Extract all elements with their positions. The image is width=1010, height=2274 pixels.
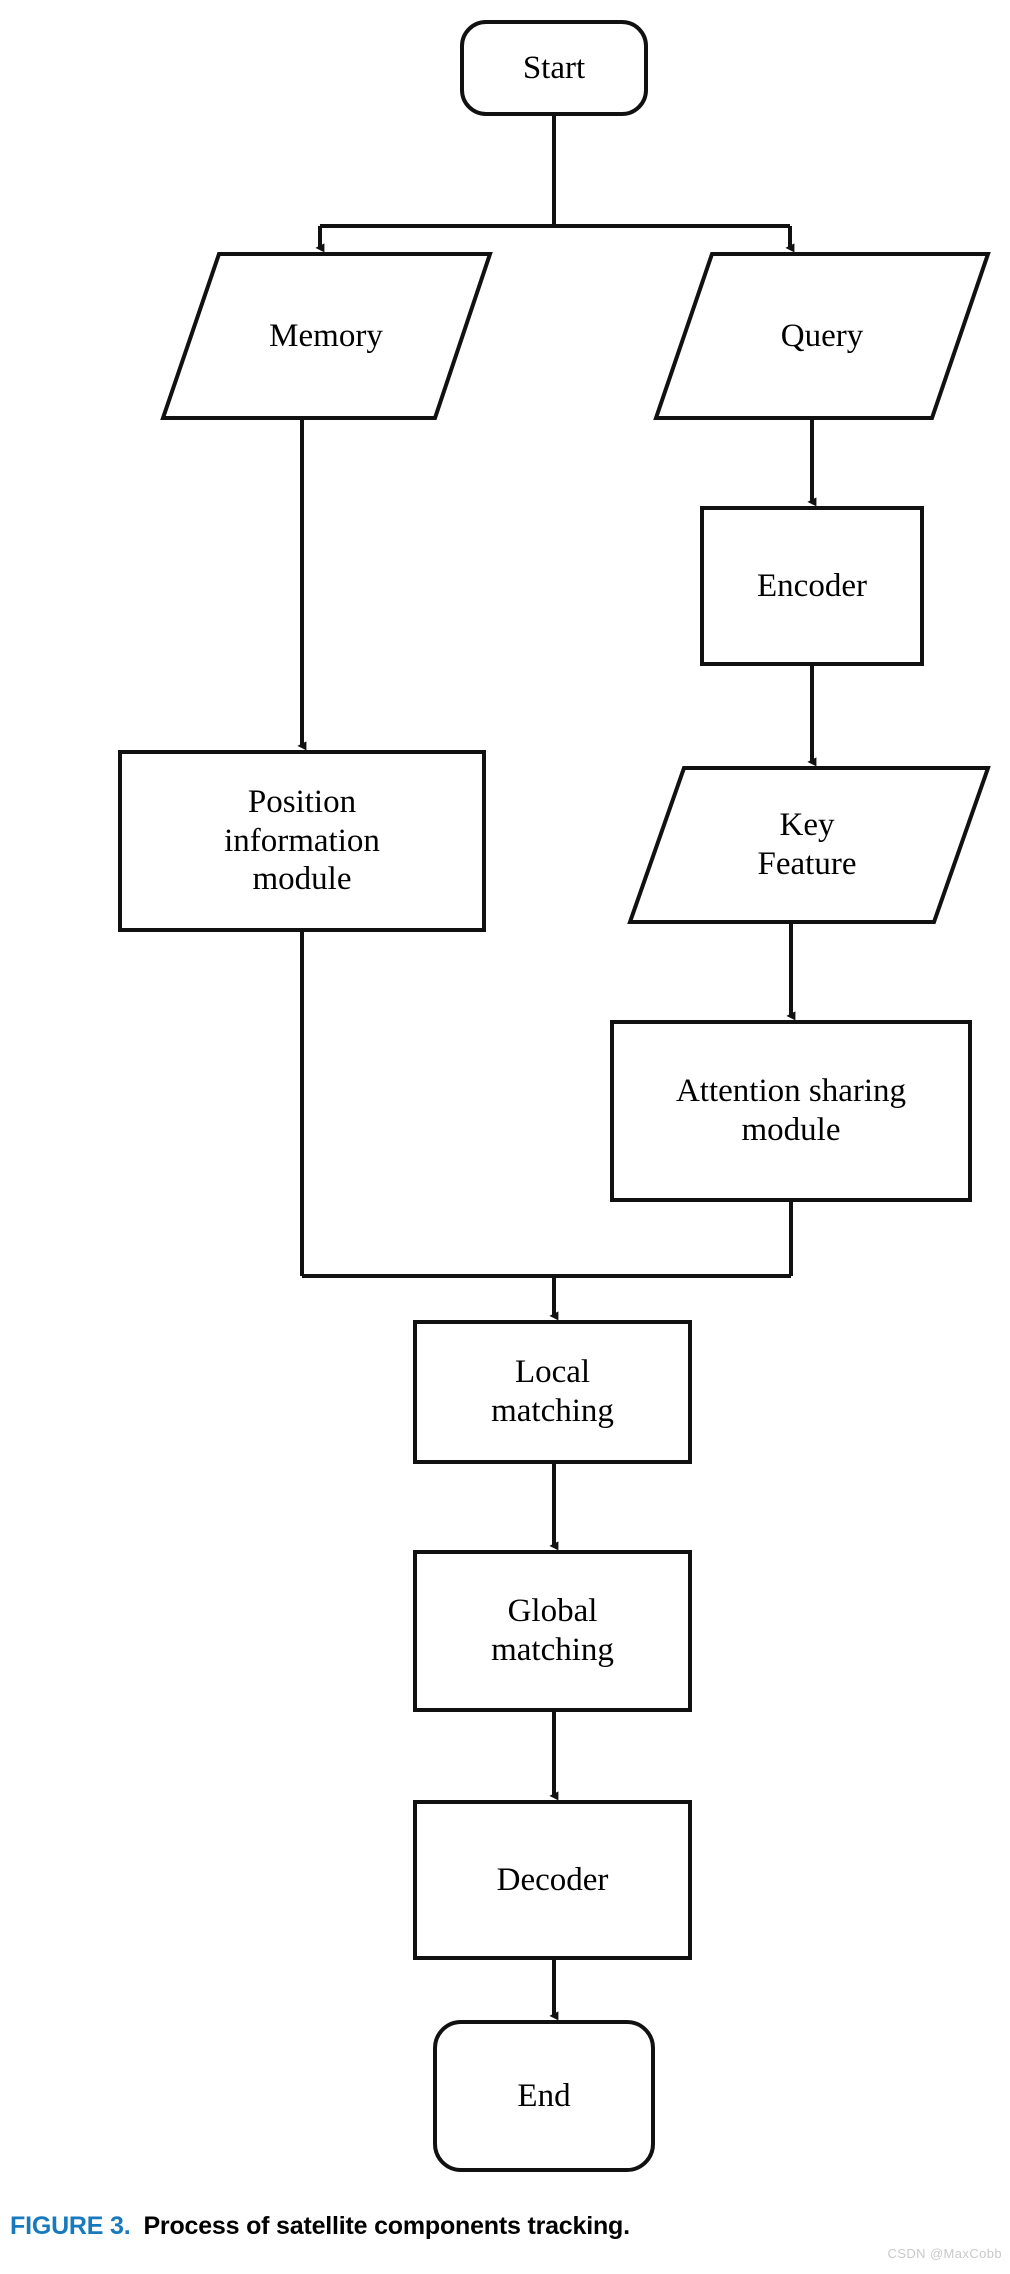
figure-caption: FIGURE 3. Process of satellite component… (10, 2212, 1000, 2256)
node-shape-decoder (413, 1800, 692, 1960)
figure-caption-text: Process of satellite components tracking… (143, 2212, 630, 2240)
node-shape-key-feature (627, 766, 991, 924)
watermark-label: CSDN @MaxCobb (887, 2246, 1002, 2261)
node-shape-encoder (700, 506, 924, 666)
node-shape-memory (160, 252, 493, 420)
node-shape-query (653, 252, 991, 420)
figure-caption-number: FIGURE 3. (10, 2212, 131, 2240)
node-shape-local-matching (413, 1320, 692, 1464)
node-shape-global-matching (413, 1550, 692, 1712)
node-shape-attention-sharing-module (610, 1020, 972, 1202)
node-shape-end (433, 2020, 655, 2172)
node-shape-start (460, 20, 648, 116)
node-shape-position-information-module (118, 750, 486, 932)
